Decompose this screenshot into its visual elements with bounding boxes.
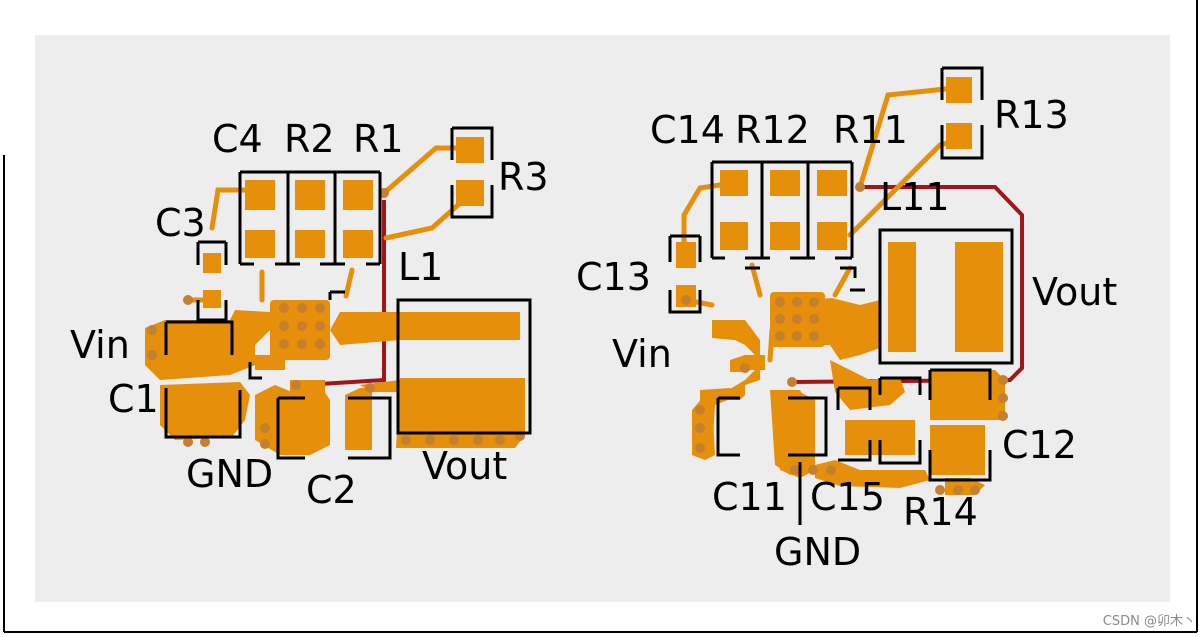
label-l11: L11 (880, 175, 950, 219)
label-r1: R1 (353, 117, 404, 161)
label-c3: C3 (155, 201, 206, 245)
label-c2: C2 (306, 468, 357, 512)
label-r2: R2 (284, 117, 335, 161)
label-c14: C14 (650, 108, 725, 152)
label-c4: C4 (212, 117, 263, 161)
outer-frame (3, 0, 1198, 633)
inner-trace-left (303, 200, 386, 387)
label-gnd-left: GND (186, 452, 273, 496)
label-r13: R13 (994, 93, 1069, 137)
label-vout-right: Vout (1032, 270, 1117, 314)
vias-right (681, 182, 1008, 495)
label-r11: R11 (833, 108, 908, 152)
label-vout-left: Vout (422, 444, 507, 488)
label-vin-left: Vin (70, 323, 130, 367)
watermark-text: CSDN @卯木丶 (1102, 614, 1196, 629)
silkscreen-right (668, 66, 1014, 525)
label-l1: L1 (398, 245, 443, 289)
circuit-right: C14 R12 R11 R13 L11 C13 Vout Vin C12 C11… (576, 66, 1117, 574)
circuit-left: C4 R2 R1 R3 C3 L1 Vin C1 GND C2 Vout (70, 117, 549, 512)
label-c15: C15 (810, 475, 885, 519)
label-c1: C1 (108, 377, 159, 421)
label-r12: R12 (735, 108, 810, 152)
vias-left (147, 188, 525, 449)
silkscreen-left (164, 126, 532, 460)
label-r14: R14 (903, 490, 978, 534)
label-r3: R3 (498, 155, 549, 199)
label-c13: C13 (576, 255, 651, 299)
label-gnd-right: GND (774, 530, 861, 574)
label-c11: C11 (712, 475, 787, 519)
label-vin-right: Vin (612, 332, 672, 376)
label-c12: C12 (1002, 423, 1077, 467)
